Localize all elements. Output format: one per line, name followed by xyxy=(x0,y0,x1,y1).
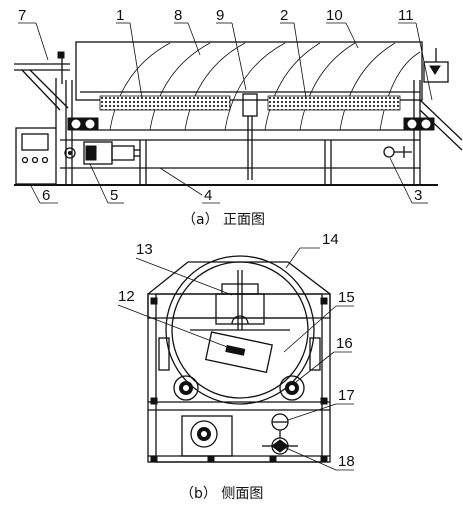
support-rollers-front xyxy=(67,117,435,131)
callout-15: 15 xyxy=(338,289,355,306)
callout-12: 12 xyxy=(118,288,135,305)
side-callouts: 13 14 12 15 16 17 18 xyxy=(117,231,355,471)
pump-valve xyxy=(262,413,298,455)
callout-8: 8 xyxy=(174,7,182,24)
side-motor xyxy=(181,415,233,457)
callout-9: 9 xyxy=(216,7,224,24)
drum-inner xyxy=(171,261,309,399)
support-rollers-side xyxy=(173,375,305,401)
callout-3: 3 xyxy=(414,187,422,204)
caption-front: （a） 正面图 xyxy=(182,212,265,228)
callout-7: 7 xyxy=(18,7,26,24)
callout-16: 16 xyxy=(336,335,353,352)
drum-internals xyxy=(174,270,306,331)
motor-reducer xyxy=(64,141,140,165)
outlet-valve xyxy=(383,146,412,158)
callout-10: 10 xyxy=(326,7,343,24)
callout-4: 4 xyxy=(204,187,212,204)
front-callouts: 7 1 8 9 2 10 11 6 5 4 3 xyxy=(18,7,433,204)
screen-mesh-right xyxy=(267,95,401,111)
side-plate-right xyxy=(309,337,321,371)
discharge-chute xyxy=(419,48,463,151)
caption-side: （b） 侧面图 xyxy=(180,486,263,502)
drum-outer xyxy=(165,255,315,405)
callout-18: 18 xyxy=(338,453,355,470)
feed-tray xyxy=(204,331,273,374)
callout-5: 5 xyxy=(110,187,118,204)
side-frame xyxy=(147,293,331,463)
callout-2: 2 xyxy=(280,7,288,24)
side-view xyxy=(147,255,331,463)
base-frame xyxy=(14,80,438,186)
drum-cover xyxy=(75,41,423,101)
callout-6: 6 xyxy=(42,187,50,204)
front-view xyxy=(14,41,463,196)
callout-17: 17 xyxy=(338,387,355,404)
control-box xyxy=(15,127,57,185)
center-bracket xyxy=(242,93,258,117)
callout-11: 11 xyxy=(398,7,414,24)
callout-1: 1 xyxy=(116,7,124,24)
feed-inlet xyxy=(14,51,70,128)
spiral-blades xyxy=(109,42,421,131)
screen-mesh-left xyxy=(99,95,231,111)
callout-13: 13 xyxy=(136,241,153,258)
side-plate-left xyxy=(158,337,170,371)
callout-14: 14 xyxy=(322,231,339,248)
